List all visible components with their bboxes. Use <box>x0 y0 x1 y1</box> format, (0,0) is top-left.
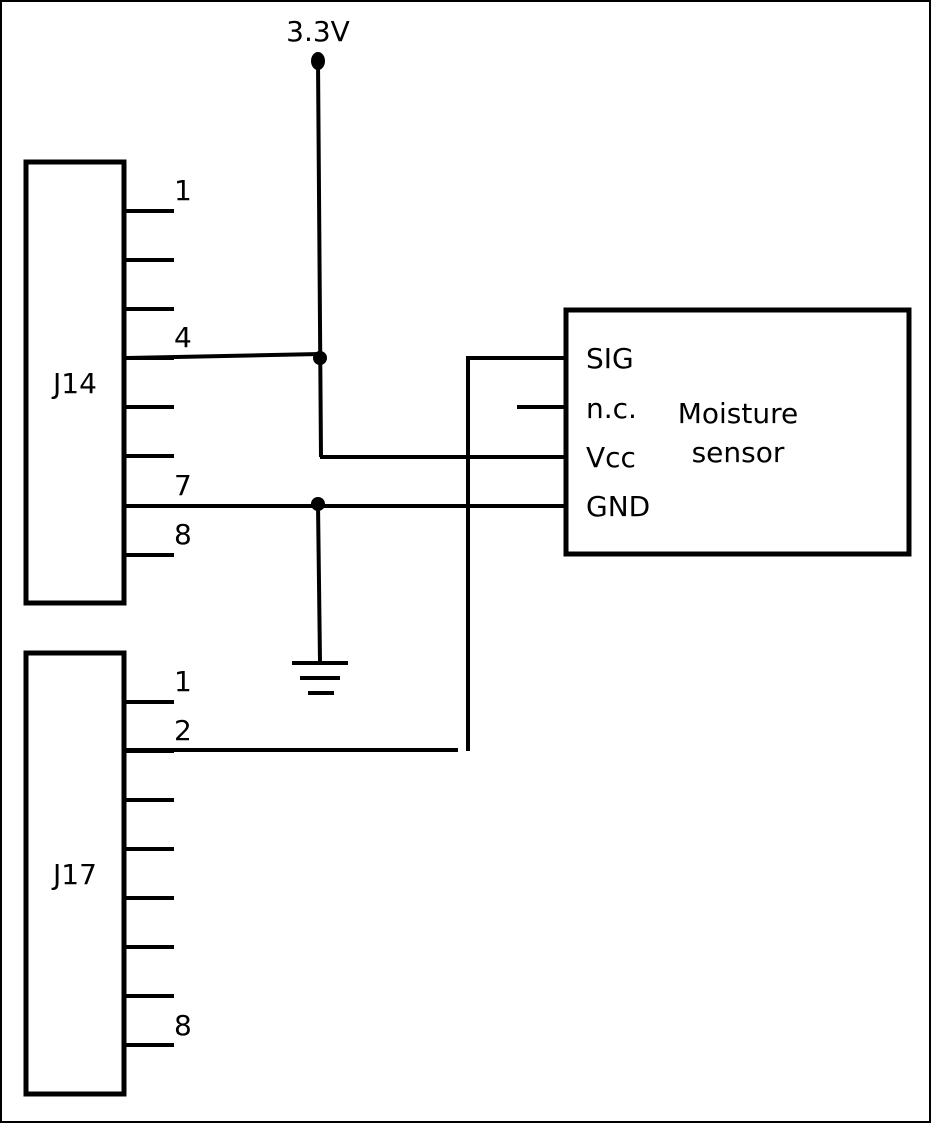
connector-j17: J17 1 2 8 <box>23 650 192 1097</box>
j17-pin-label-2: 2 <box>174 714 192 747</box>
connector-j17-pins <box>124 700 174 1047</box>
sensor-pin-sig: SIG <box>586 342 634 375</box>
moisture-sensor: SIG n.c. Vcc GND Moisture sensor <box>563 307 912 557</box>
connector-j14-label: J14 <box>51 367 97 400</box>
sensor-title-line1: Moisture <box>678 397 799 430</box>
pin4-to-supply-wire <box>123 352 321 360</box>
ground-icon <box>292 661 348 695</box>
j17-pin-label-8: 8 <box>174 1009 192 1042</box>
connector-j14: J14 1 4 7 8 <box>23 159 192 606</box>
j14-pin-label-1: 1 <box>174 174 192 207</box>
j14-pin-label-4: 4 <box>174 321 192 354</box>
connector-j14-body <box>23 159 127 606</box>
moisture-sensor-body <box>563 307 912 557</box>
sensor-pin-gnd: GND <box>586 490 650 523</box>
j14-pin-label-8: 8 <box>174 518 192 551</box>
supply-label: 3.3V <box>286 15 350 48</box>
j14-pin-label-7: 7 <box>174 469 192 502</box>
supply-junction-dot <box>313 351 327 365</box>
sensor-pin-vcc: Vcc <box>586 441 636 474</box>
j17-pin-label-1: 1 <box>174 665 192 698</box>
sensor-title-line2: sensor <box>692 436 785 469</box>
connector-j17-body <box>23 650 127 1097</box>
sensor-pin-nc: n.c. <box>586 392 637 425</box>
supply-rail-wire <box>316 60 323 458</box>
connector-j17-label: J17 <box>51 858 97 891</box>
ground-drop-wire <box>316 503 322 663</box>
